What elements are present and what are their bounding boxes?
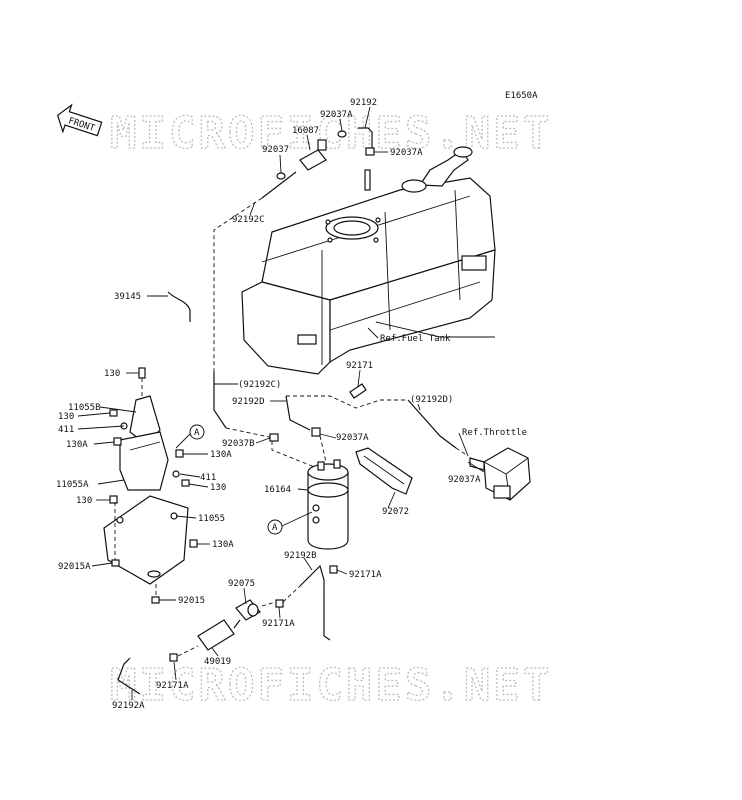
label-92171a-c: 92171A xyxy=(156,681,189,691)
fuel-tank-icon xyxy=(241,146,496,375)
label-16164: 16164 xyxy=(264,485,291,495)
label-92192d: 92192D xyxy=(232,397,265,407)
label-92192c-paren: (92192C) xyxy=(238,380,281,390)
label-ref-fuel-tank: Ref.Fuel Tank xyxy=(380,334,451,344)
canister-icon xyxy=(307,447,413,550)
label-92037-top: 92037 xyxy=(262,145,289,155)
label-ref-throttle: Ref.Throttle xyxy=(462,428,527,438)
front-arrow-icon: FRONT xyxy=(56,103,103,137)
lower-fuel-line-icon xyxy=(117,564,338,695)
label-92171a-a: 92171A xyxy=(349,570,382,580)
label-92192a: 92192A xyxy=(112,701,145,711)
leader-lines xyxy=(77,106,495,700)
label-92037a-mid: 92037A xyxy=(336,433,369,443)
callout-a-left-label: A xyxy=(194,428,200,438)
callout-a-canister xyxy=(267,519,283,535)
callout-a-canister-label: A xyxy=(272,523,278,533)
label-130a-b: 130A xyxy=(210,450,232,460)
label-411-a: 411 xyxy=(58,425,74,435)
label-92171a-b: 92171A xyxy=(262,619,295,629)
label-92192c: 92192C xyxy=(232,215,265,225)
label-92072: 92072 xyxy=(382,507,409,517)
label-92015a: 92015A xyxy=(58,562,91,572)
middle-hoses-icon xyxy=(213,372,469,471)
label-130-b: 130 xyxy=(58,412,74,422)
label-11055b: 11055B xyxy=(68,403,101,413)
bracket-assembly-icon xyxy=(103,367,198,604)
callout-a-left xyxy=(189,424,205,440)
label-11055: 11055 xyxy=(198,514,225,524)
label-49019: 49019 xyxy=(204,657,231,667)
diagram-code: E1650A xyxy=(505,91,538,101)
label-92015: 92015 xyxy=(178,596,205,606)
label-92037a-tank: 92037A xyxy=(390,148,423,158)
label-92192d-paren: (92192D) xyxy=(410,395,453,405)
label-92171: 92171 xyxy=(346,361,373,371)
label-39145: 39145 xyxy=(114,292,141,302)
watermark-bottom: MICROFICHES.NET xyxy=(110,660,552,711)
label-92192: 92192 xyxy=(350,98,377,108)
label-130-d: 130 xyxy=(76,496,92,506)
label-130a-c: 130A xyxy=(212,540,234,550)
label-130-c: 130 xyxy=(210,483,226,493)
label-92037a-top: 92037A xyxy=(320,110,353,120)
label-92037a-throttle: 92037A xyxy=(448,475,481,485)
watermark-top: MICROFICHES.NET xyxy=(110,108,552,159)
label-130a-a: 130A xyxy=(66,440,88,450)
label-92037b: 92037B xyxy=(222,439,255,449)
label-130-top: 130 xyxy=(104,369,120,379)
label-16087: 16087 xyxy=(292,126,319,136)
hose-39145-icon xyxy=(167,291,191,322)
throttle-body-icon xyxy=(469,447,531,501)
label-92192b: 92192B xyxy=(284,551,317,561)
label-92075: 92075 xyxy=(228,579,255,589)
label-11055a: 11055A xyxy=(56,480,89,490)
label-411-b: 411 xyxy=(200,473,216,483)
